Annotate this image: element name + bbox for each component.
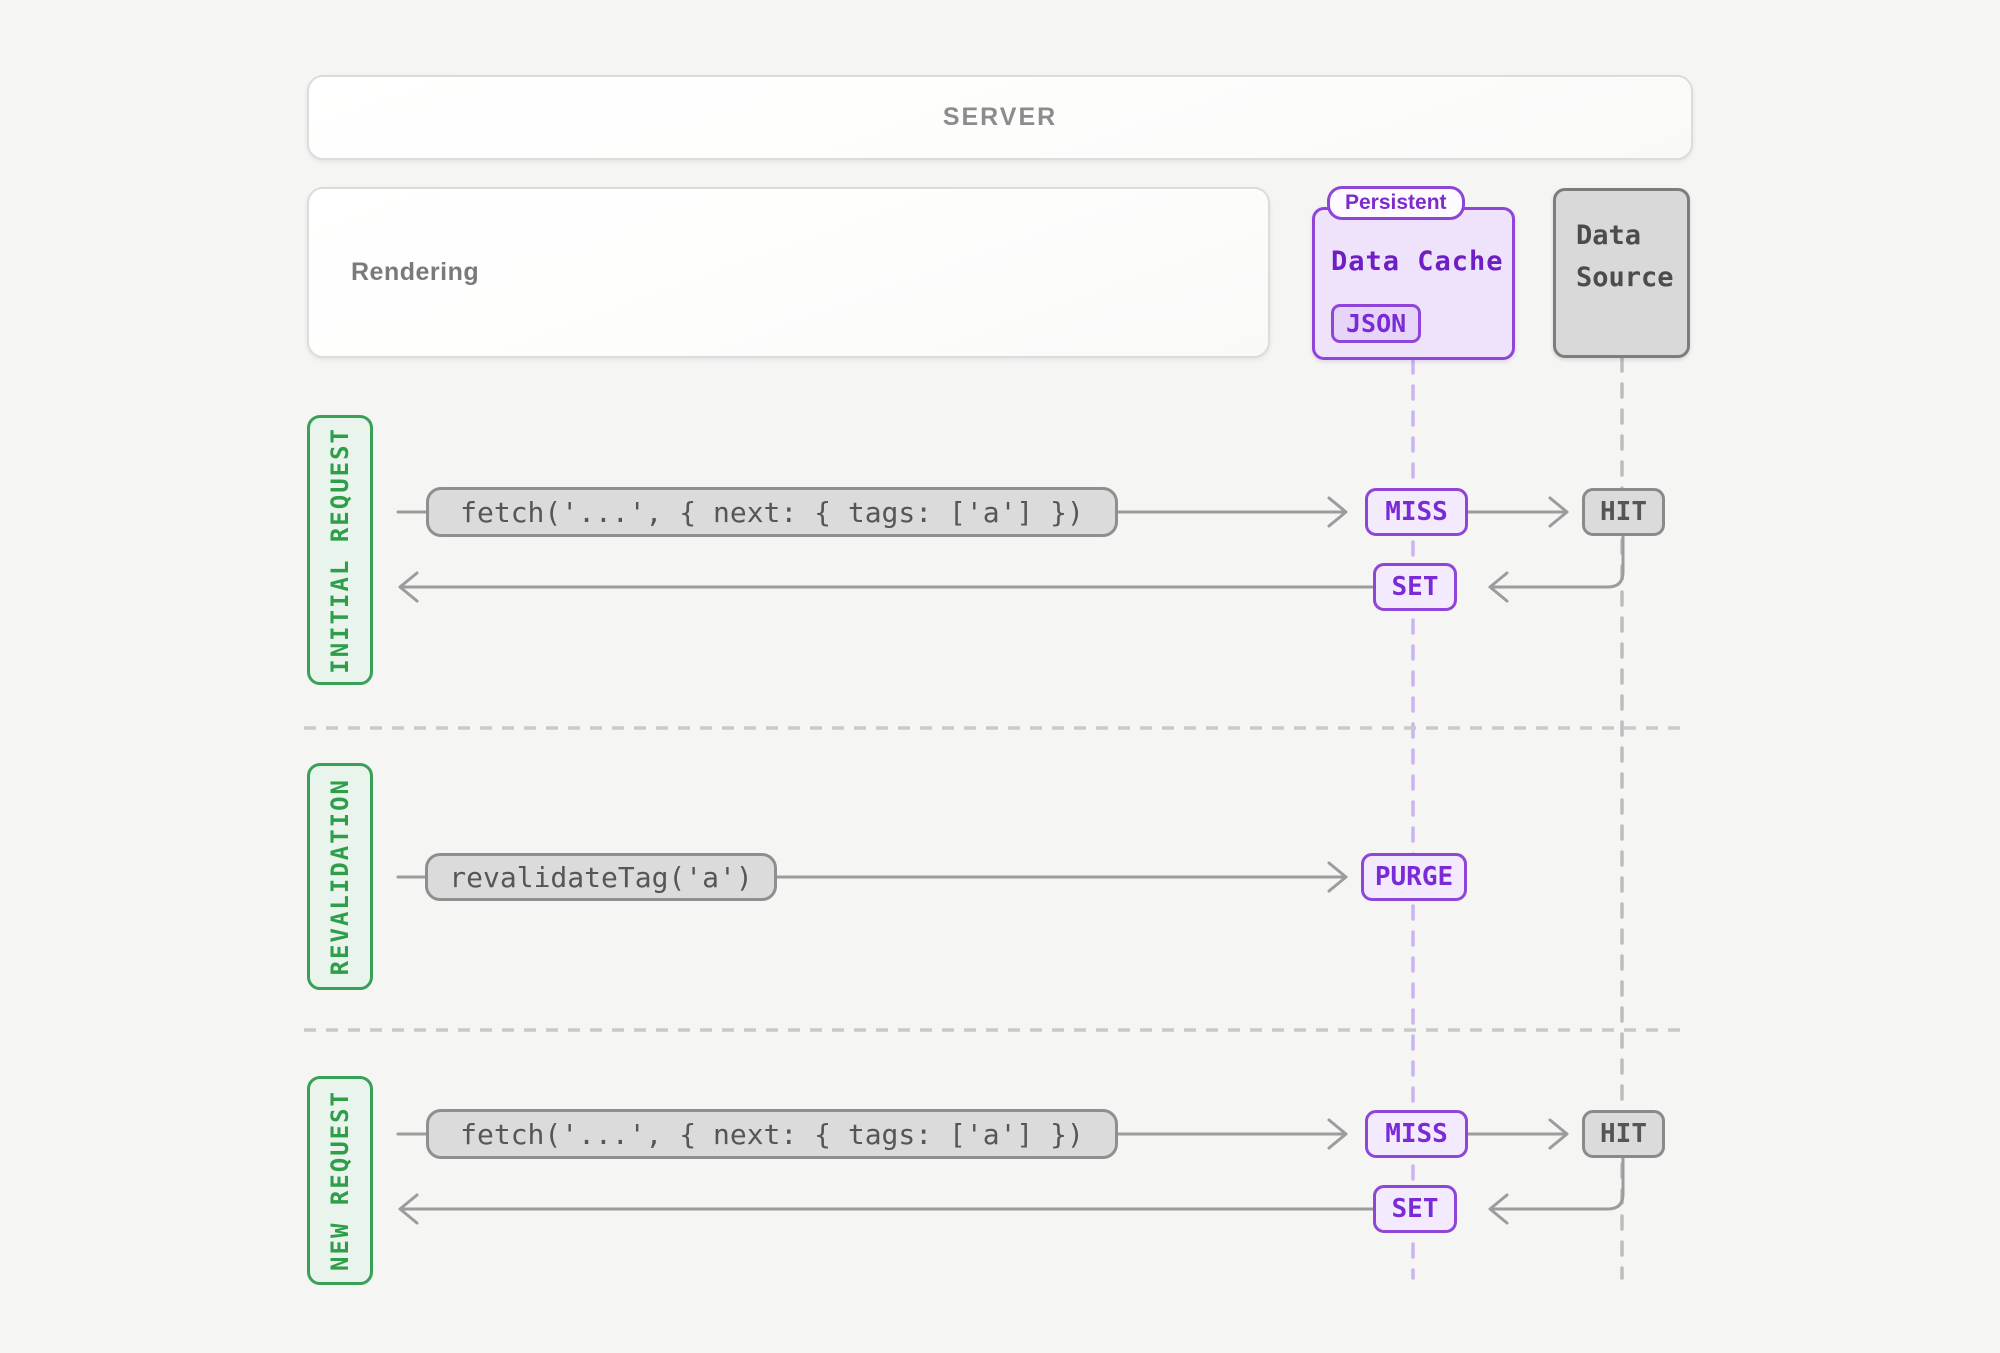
initial-source-return-arrow [1488, 534, 1625, 603]
initial-set-return-arrow [398, 571, 1375, 603]
data-cache-title: Data Cache [1331, 246, 1504, 277]
new-cache-to-source-arrow [1466, 1118, 1569, 1150]
data-source-box: Data Source [1553, 188, 1690, 358]
initial-fetch-pill: fetch('...', { next: { tags: ['a'] }) [426, 487, 1118, 537]
data-cache-box: Data Cache JSON [1312, 207, 1515, 360]
new-cache-set-badge: SET [1373, 1185, 1457, 1233]
new-source-return-arrow [1488, 1156, 1625, 1225]
server-label: SERVER [942, 103, 1058, 131]
rendering-frame: Rendering [307, 187, 1270, 358]
new-cache-miss-badge: MISS [1365, 1110, 1468, 1158]
section-label-new-request: NEW REQUEST [307, 1076, 373, 1285]
json-chip: JSON [1331, 304, 1422, 343]
new-fetch-pill: fetch('...', { next: { tags: ['a'] }) [426, 1109, 1118, 1159]
new-set-return-arrow [398, 1193, 1375, 1225]
section-label-revalidation: REVALIDATION [307, 763, 373, 990]
data-source-title: Data Source [1576, 220, 1674, 293]
initial-cache-to-source-arrow [1466, 496, 1569, 528]
revalidate-tag-pill: revalidateTag('a') [425, 853, 777, 901]
server-frame: SERVER [307, 75, 1693, 160]
initial-source-hit-badge: HIT [1582, 488, 1665, 536]
section-label-initial-request: INITIAL REQUEST [307, 415, 373, 685]
new-source-hit-badge: HIT [1582, 1110, 1665, 1158]
persistent-badge: Persistent [1327, 186, 1465, 220]
initial-cache-miss-badge: MISS [1365, 488, 1468, 536]
rendering-label: Rendering [351, 258, 480, 286]
initial-cache-set-badge: SET [1373, 563, 1457, 611]
cache-purge-badge: PURGE [1361, 853, 1467, 901]
